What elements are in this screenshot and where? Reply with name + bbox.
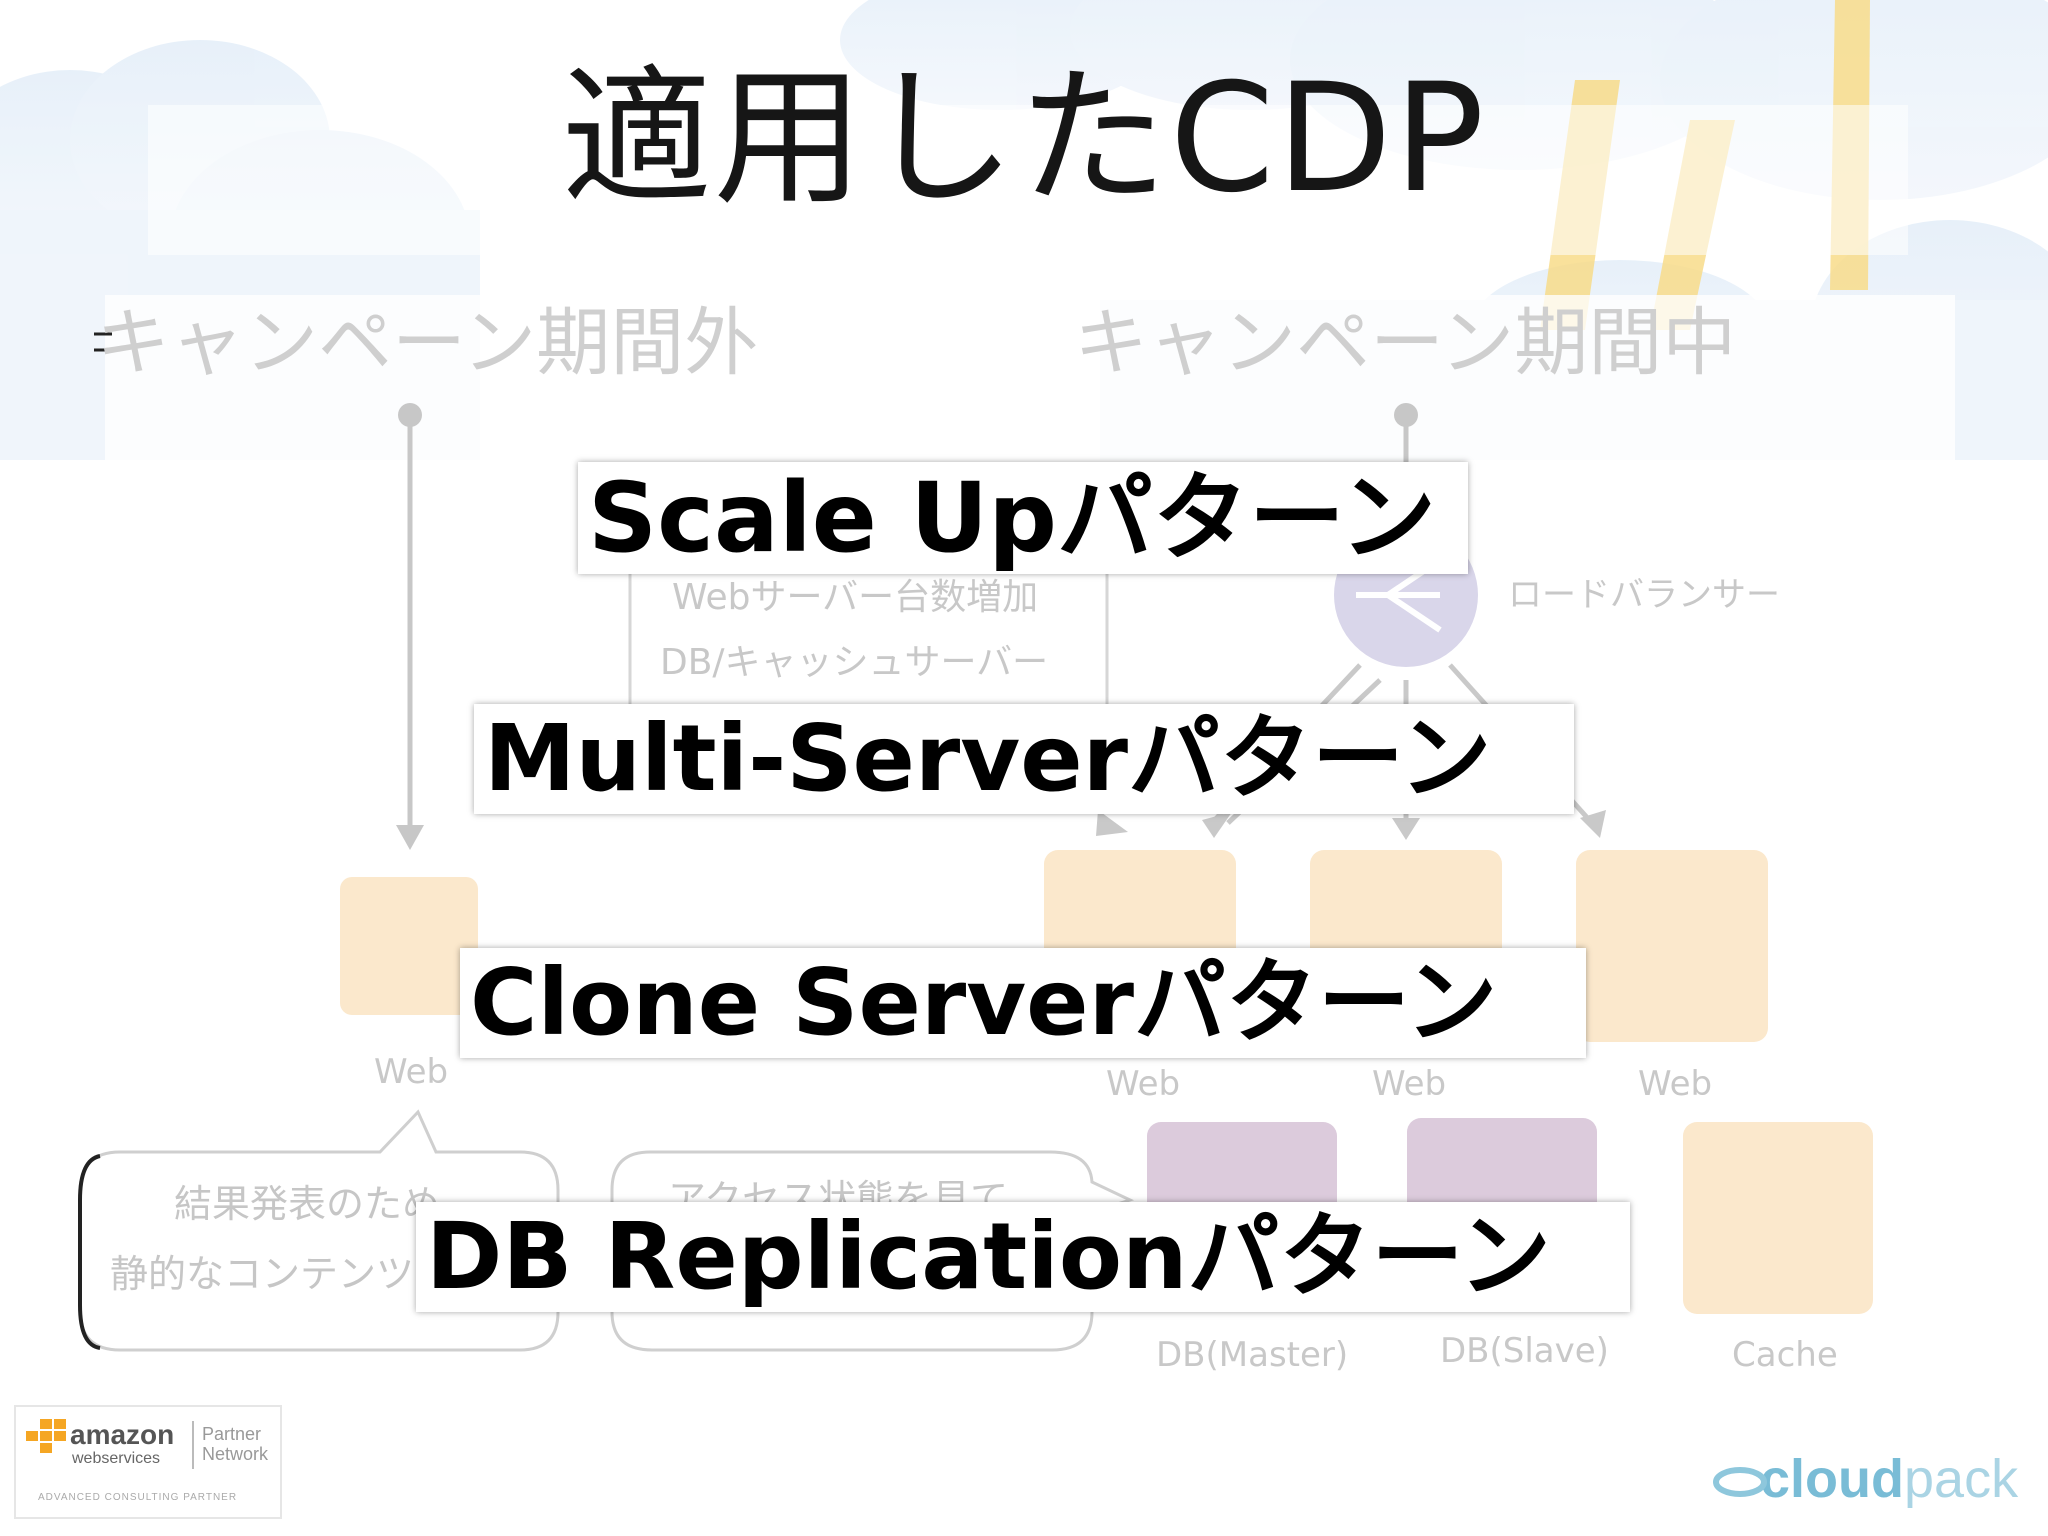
aws-name: amazon (70, 1419, 175, 1450)
aws-divider (192, 1421, 194, 1469)
aws-sub: webservices (72, 1450, 161, 1467)
web-label-left: Web (374, 1052, 449, 1092)
banner-multi-server: Multi-Serverパターン (474, 704, 1574, 814)
aws-partner-1: Partner (202, 1424, 262, 1444)
slide-title: 適用したCDP (561, 52, 1487, 226)
cloudpack-word-1: cloud (1760, 1449, 1904, 1509)
scaleup-line-1: Webサーバー台数増加 (672, 577, 1039, 618)
cloudpack-logo: cloudpack (1713, 1449, 2019, 1509)
web-label-1: Web (1106, 1064, 1181, 1104)
aws-cubes-icon (26, 1419, 66, 1453)
loadbalancer-label: ロードバランサー (1508, 575, 1780, 615)
banner-clone-server: Clone Serverパターン (460, 948, 1586, 1058)
left-column-header: キャンペーン期間外 (96, 300, 759, 386)
banner-db-replication: DB Replicationパターン (416, 1202, 1630, 1312)
cache-label: Cache (1732, 1335, 1838, 1375)
web-label-2: Web (1372, 1064, 1447, 1104)
scaleup-line-2: DB/キャッシュサーバー (660, 642, 1049, 683)
cloudpack-swirl-icon (1713, 1467, 1767, 1497)
bubble1-line-1: 結果発表のため (174, 1182, 441, 1226)
db-slave-label: DB(Slave) (1440, 1331, 1609, 1371)
right-column-header: キャンペーン期間中 (1074, 300, 1737, 386)
aws-tagline: ADVANCED CONSULTING PARTNER (38, 1492, 238, 1503)
db-master-label: DB(Master) (1156, 1335, 1349, 1375)
aws-partner-2: Network (202, 1444, 269, 1464)
banner-scale-up: Scale Upパターン (578, 462, 1468, 574)
aws-partner-logo: amazon webservices Partner Network ADVAN… (14, 1405, 282, 1519)
web-label-3: Web (1638, 1064, 1713, 1104)
bubble1-line-2: 静的なコンテンツ (110, 1252, 415, 1296)
cloudpack-word-2: pack (1904, 1449, 2019, 1509)
